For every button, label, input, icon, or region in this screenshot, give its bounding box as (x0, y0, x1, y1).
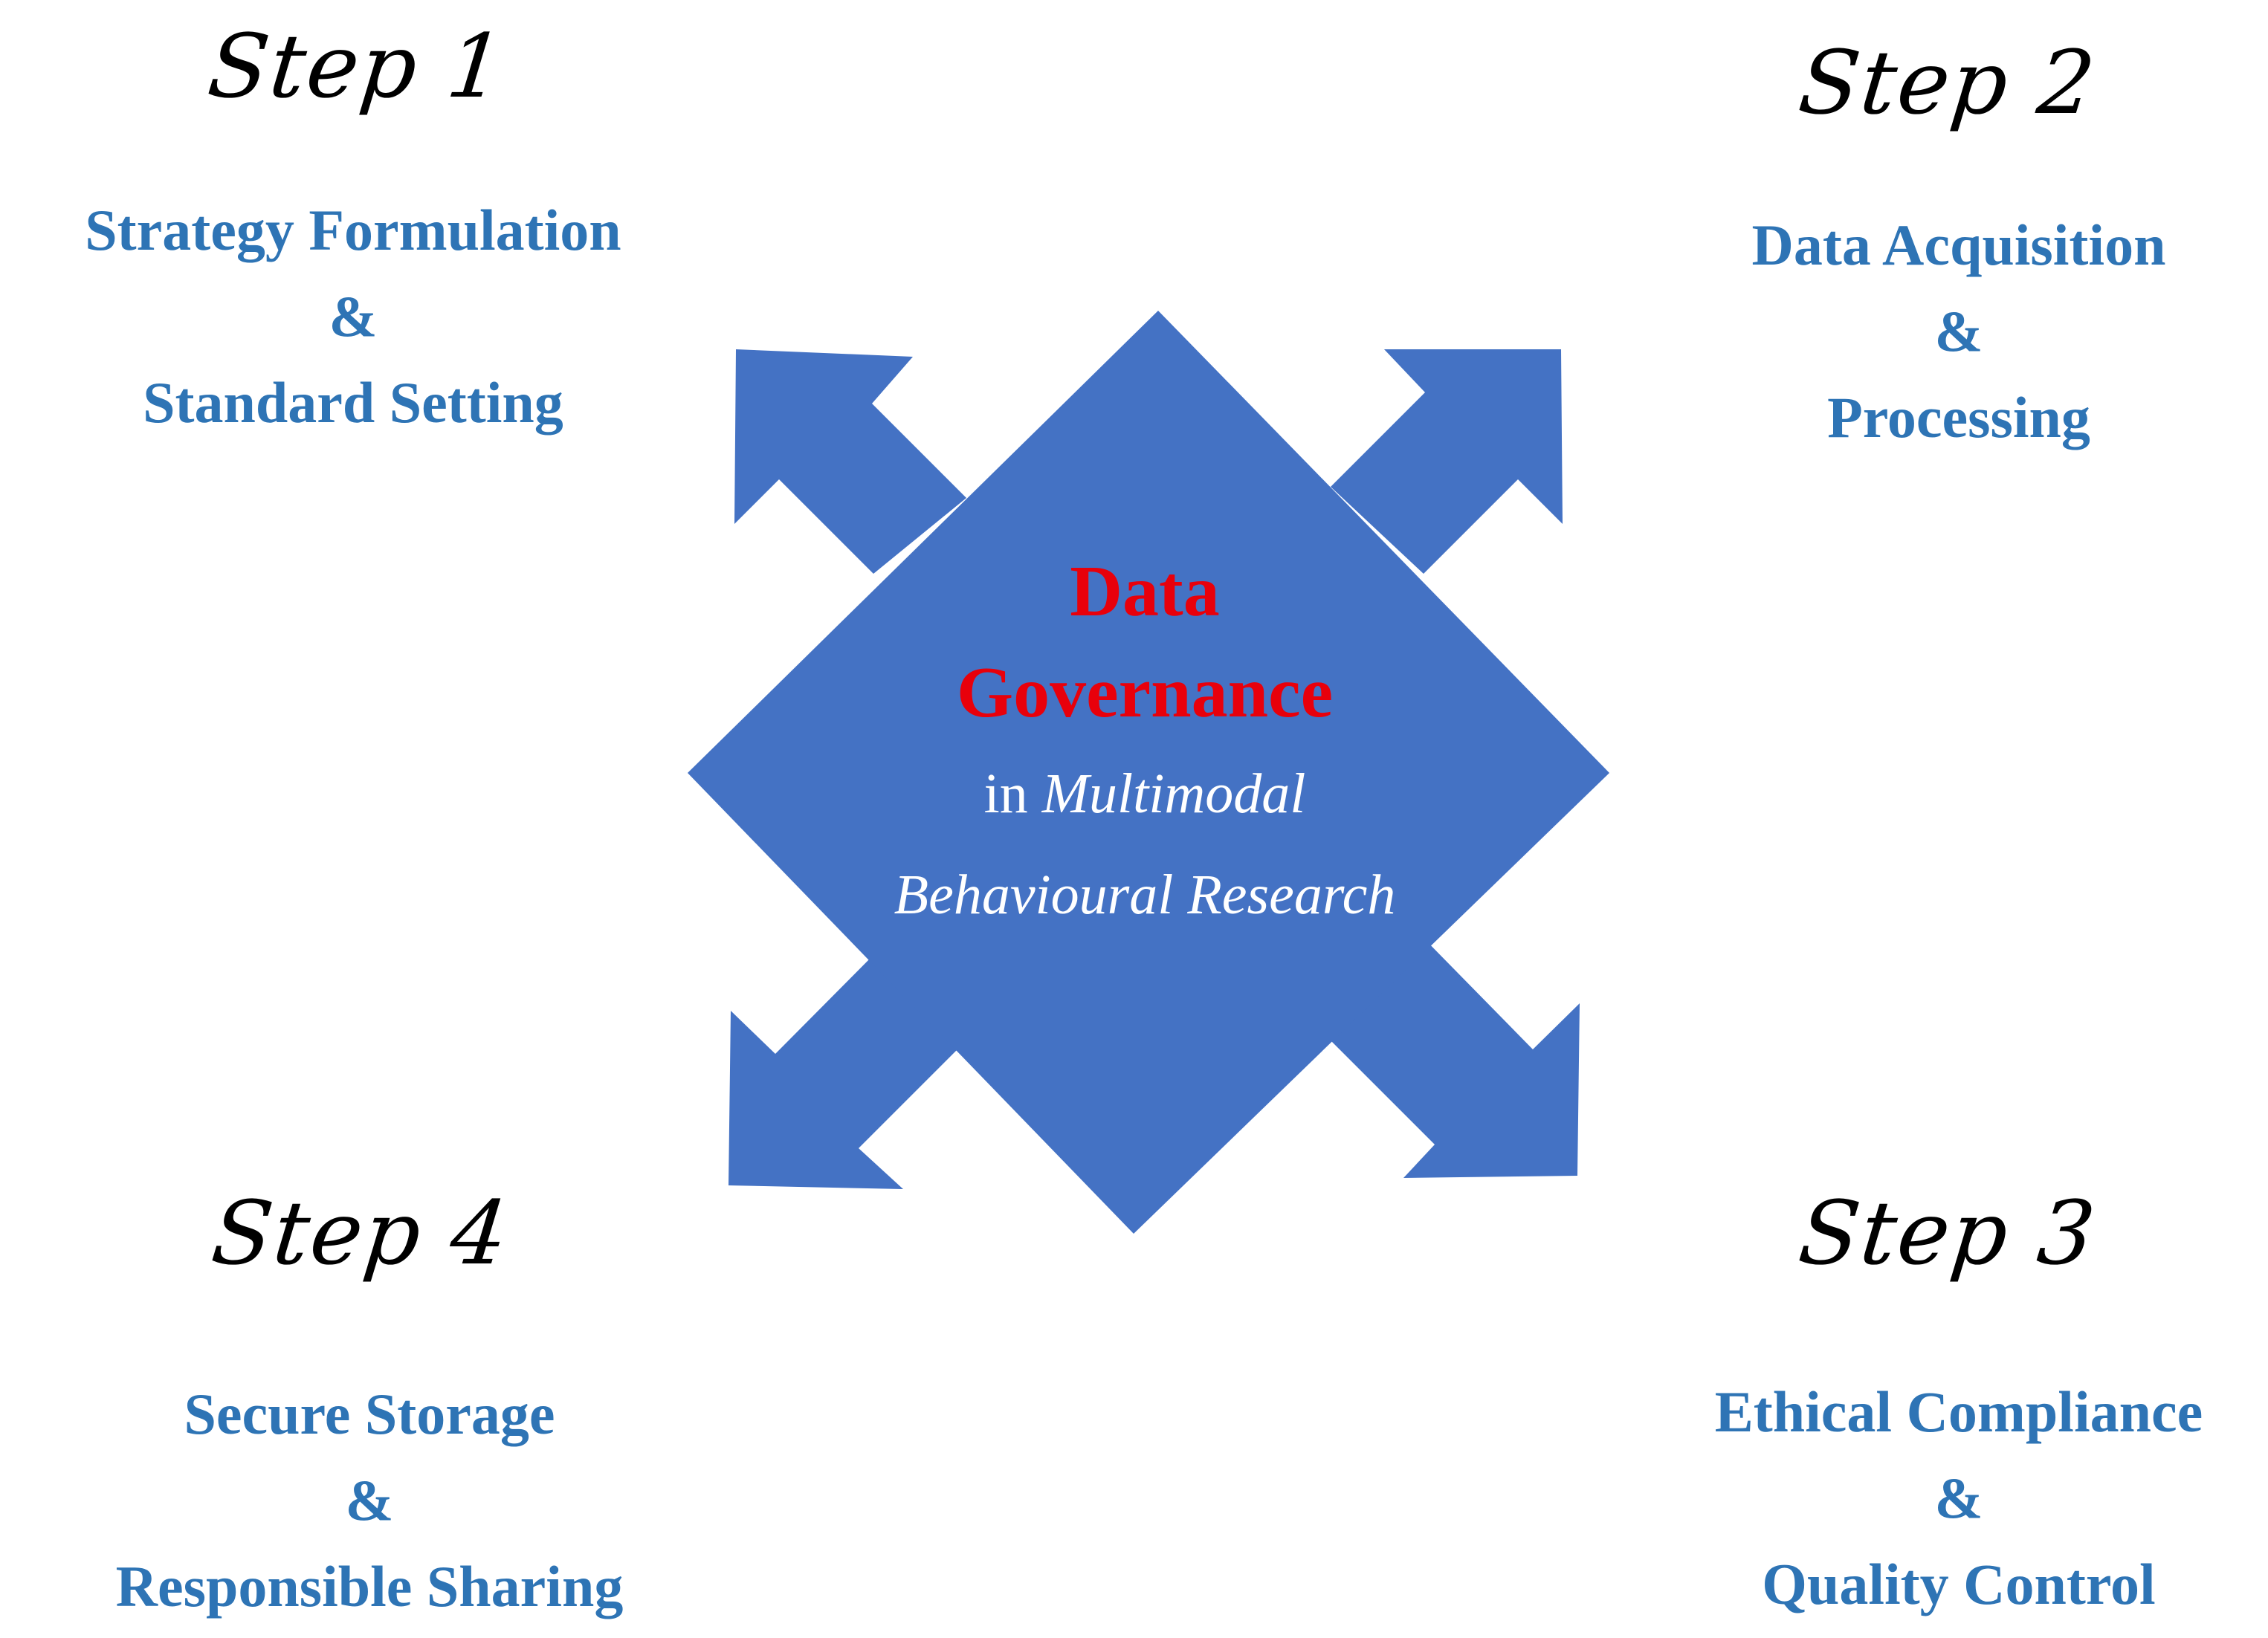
arrow-to-step-2 (1331, 349, 1563, 574)
step-3-amp: & (1934, 1466, 1983, 1530)
center-diamond (688, 311, 1609, 1234)
center-subtitle-line1: in Multimodal (894, 743, 1396, 844)
step-4-line2: Responsible Sharing (115, 1554, 624, 1619)
step-3-line1: Ethical Compliance (1714, 1379, 2203, 1444)
center-subtitle-prefix: in (983, 763, 1028, 825)
step-4-description: Secure Storage & Responsible Sharing (116, 1371, 624, 1630)
center-title-line2: Governance (956, 653, 1334, 733)
step-3-line2: Quality Control (1762, 1552, 2156, 1616)
step-2-title: Step 2 (1794, 31, 2101, 134)
step-2-description: Data Acquisition & Processing (1752, 202, 2166, 461)
step-2-line1: Data Acquisition (1751, 213, 2166, 277)
step-2-line2: Processing (1827, 385, 2090, 450)
center-subtitle-italic: Multimodal (1041, 763, 1306, 825)
arrow-to-step-1 (734, 349, 966, 574)
step-1-description: Strategy Formulation & Standard Setting (85, 187, 621, 446)
step-1-line2: Standard Setting (143, 370, 563, 435)
step-4-title: Step 4 (207, 1182, 514, 1284)
step-1-amp: & (329, 284, 378, 349)
step-4-amp: & (345, 1468, 394, 1532)
step-3-description: Ethical Compliance & Quality Control (1715, 1369, 2203, 1628)
arrow-to-step-4 (728, 955, 959, 1189)
center-title-line1: Data (1070, 551, 1220, 632)
step-4-line1: Secure Storage (184, 1382, 555, 1446)
center-label: Data Governance in Multimodal Behavioura… (894, 541, 1396, 945)
step-1-line1: Strategy Formulation (85, 198, 621, 262)
step-3-title: Step 3 (1794, 1182, 2101, 1284)
step-1-title: Step 1 (203, 15, 511, 117)
step-2-amp: & (1934, 299, 1983, 363)
center-subtitle-line2: Behavioural Research (894, 864, 1396, 926)
arrow-to-step-3 (1319, 933, 1580, 1178)
